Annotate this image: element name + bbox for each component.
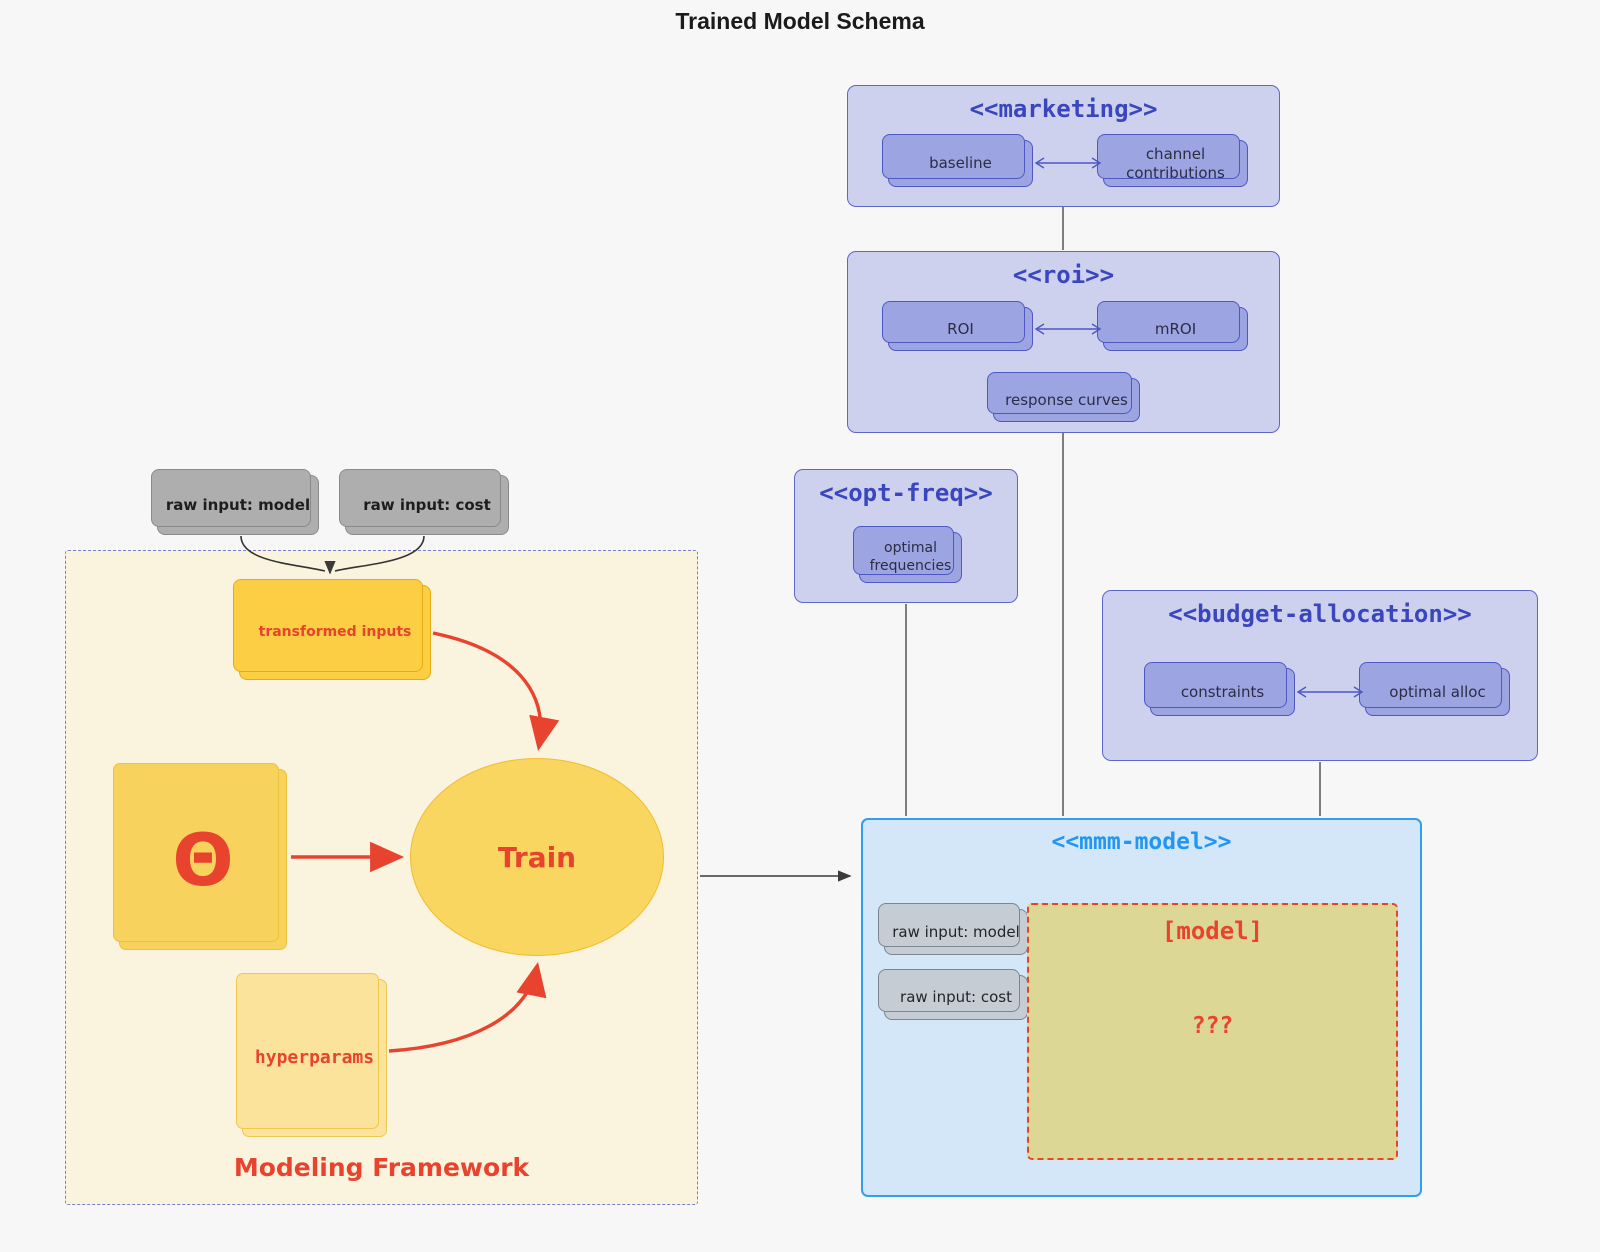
node-raw-input-cost: raw input: cost bbox=[339, 469, 509, 535]
node-theta: Θ bbox=[113, 763, 287, 950]
cluster-budget-allocation-title: <<budget-allocation>> bbox=[1168, 600, 1472, 628]
node-response-curves: response curves bbox=[987, 372, 1140, 422]
node-optimal-frequencies: optimal frequencies bbox=[853, 526, 962, 583]
node-optimal-alloc-label: optimal alloc bbox=[1389, 682, 1486, 701]
node-train-label: Train bbox=[497, 840, 577, 874]
model-unknown-label: ??? bbox=[1191, 1013, 1234, 1039]
node-constraints: constraints bbox=[1144, 662, 1295, 716]
node-roi-label: ROI bbox=[947, 319, 974, 338]
node-channel-contributions-label: channel contributions bbox=[1126, 144, 1225, 182]
node-channel-contributions: channel contributions bbox=[1097, 134, 1248, 187]
theta-symbol: Θ bbox=[172, 817, 234, 902]
cluster-marketing-title: <<marketing>> bbox=[969, 95, 1158, 123]
node-transformed-inputs: transformed inputs bbox=[233, 579, 431, 680]
node-mmm-raw-input-model-label: raw input: model bbox=[892, 922, 1020, 941]
node-mmm-raw-input-cost-label: raw input: cost bbox=[900, 988, 1012, 1007]
node-constraints-label: constraints bbox=[1180, 682, 1265, 701]
cluster-roi-title: <<roi>> bbox=[1012, 261, 1115, 289]
node-model-placeholder-box: [model] ??? bbox=[1027, 903, 1398, 1160]
node-response-curves-label: response curves bbox=[1005, 390, 1128, 409]
node-hyperparams-label: hyperparams bbox=[254, 1046, 375, 1068]
node-baseline-label: baseline bbox=[929, 154, 992, 173]
node-mroi-label: mROI bbox=[1154, 319, 1197, 338]
node-mmm-raw-input-model: raw input: model bbox=[878, 903, 1028, 955]
model-placeholder-label: [model] bbox=[1161, 917, 1264, 945]
node-optimal-alloc: optimal alloc bbox=[1359, 662, 1510, 716]
node-optimal-frequencies-label: optimal frequencies bbox=[869, 540, 952, 574]
node-roi: ROI bbox=[882, 301, 1033, 351]
node-raw-input-cost-label: raw input: cost bbox=[363, 495, 491, 514]
node-baseline: baseline bbox=[882, 134, 1033, 187]
node-hyperparams: hyperparams bbox=[236, 973, 387, 1137]
node-raw-input-model: raw input: model bbox=[151, 469, 319, 535]
node-transformed-inputs-label: transformed inputs bbox=[258, 623, 412, 640]
cluster-mmm-model-title: <<mmm-model>> bbox=[1051, 829, 1232, 855]
cluster-opt-freq-title: <<opt-freq>> bbox=[819, 479, 993, 507]
node-mmm-raw-input-cost: raw input: cost bbox=[878, 969, 1028, 1020]
node-raw-input-model-label: raw input: model bbox=[165, 495, 311, 514]
node-train: Train bbox=[410, 758, 664, 956]
modeling-framework-label: Modeling Framework bbox=[233, 1153, 530, 1182]
diagram-title: Trained Model Schema bbox=[675, 8, 925, 34]
node-mroi: mROI bbox=[1097, 301, 1248, 351]
